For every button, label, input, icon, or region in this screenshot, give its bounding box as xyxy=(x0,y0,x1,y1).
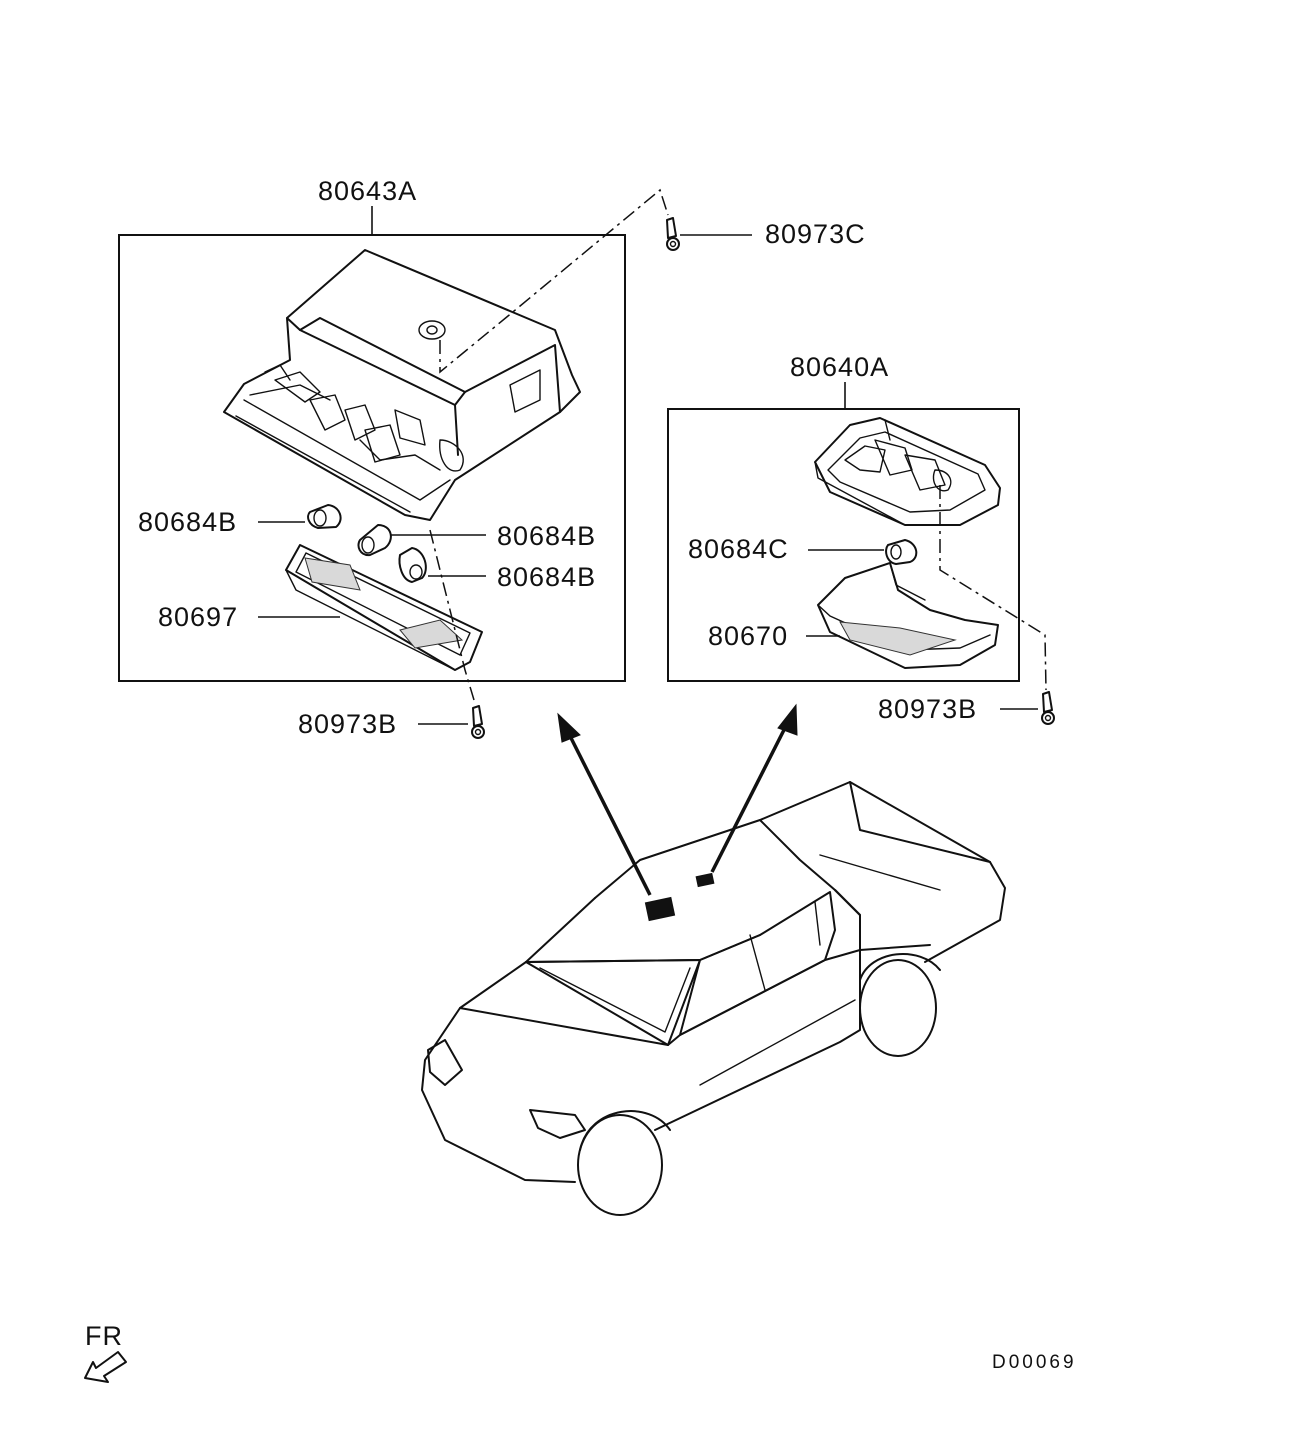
label-80643A: 80643A xyxy=(318,176,417,206)
bulb-80684C xyxy=(885,539,918,565)
bulb-80684B-mid xyxy=(357,524,392,557)
screw-80973B-left xyxy=(471,705,485,739)
label-80684C: 80684C xyxy=(688,534,789,564)
label-80684B-low: 80684B xyxy=(497,562,596,592)
label-80684B-mid: 80684B xyxy=(497,521,596,551)
bulb-80684B-low xyxy=(398,547,427,583)
screw-80973B-right xyxy=(1041,691,1055,725)
rear-lamp-housing xyxy=(814,417,1001,526)
screw-80973C xyxy=(666,217,680,251)
diagram-code: D00069 xyxy=(992,1352,1077,1373)
locator-arrow-front xyxy=(557,712,652,896)
front-lamp-housing xyxy=(223,249,581,521)
label-80670: 80670 xyxy=(708,621,788,651)
bulb-80684B-left xyxy=(307,504,342,529)
label-80640A: 80640A xyxy=(790,352,889,382)
label-80973B-right: 80973B xyxy=(878,694,977,724)
fr-label: FR xyxy=(85,1321,123,1351)
rear-lamp-frame xyxy=(667,408,1020,682)
locator-arrow-rear xyxy=(710,703,798,873)
label-80973C: 80973C xyxy=(765,219,866,249)
rear-lens-80670 xyxy=(817,562,999,669)
front-lens-80697 xyxy=(285,544,483,671)
pickup-truck-outline xyxy=(421,781,1006,1216)
label-80973B-left: 80973B xyxy=(298,709,397,739)
label-80684B-left: 80684B xyxy=(138,507,237,537)
front-direction-arrow-icon xyxy=(84,1351,127,1383)
label-80697: 80697 xyxy=(158,602,238,632)
